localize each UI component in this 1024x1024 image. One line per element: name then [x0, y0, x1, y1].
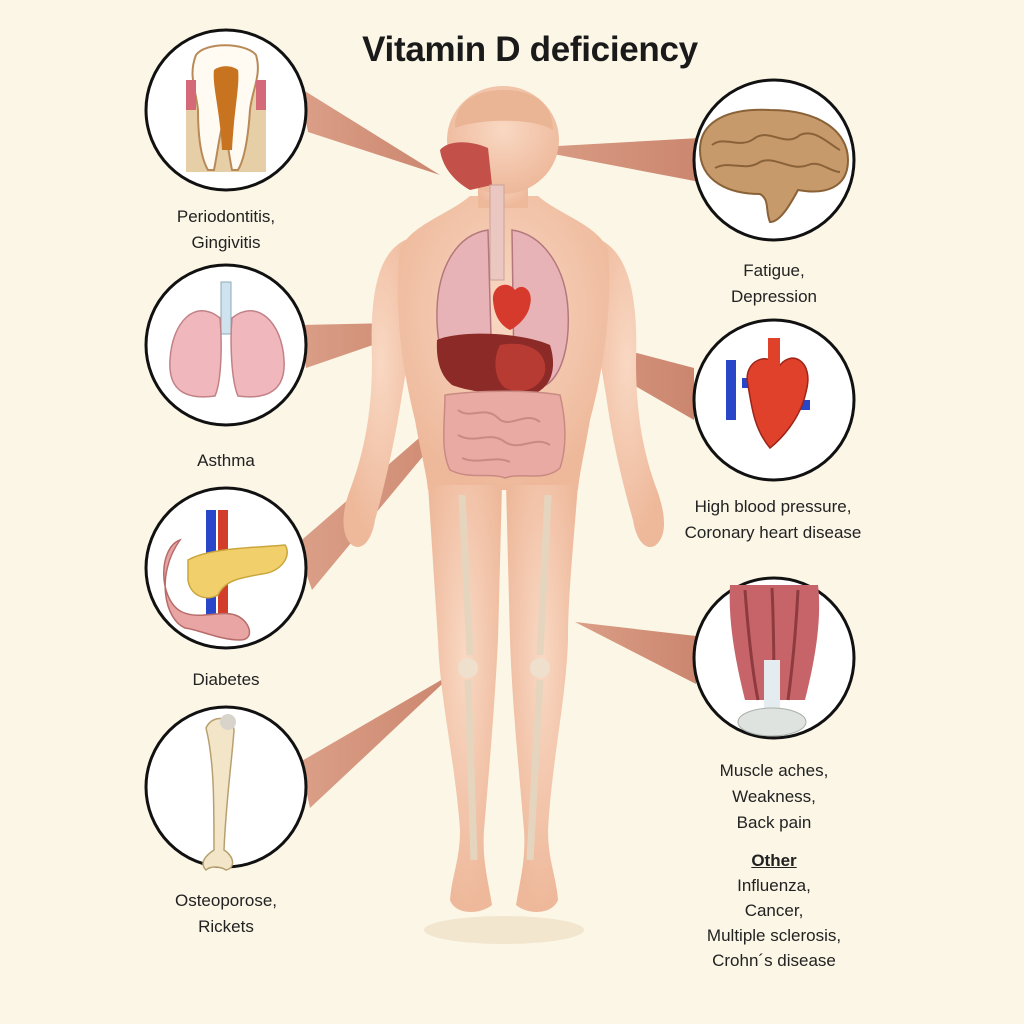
label-teeth: Periodontitis, Gingivitis [126, 204, 326, 256]
other-item: Cancer, [744, 901, 804, 920]
tooth-icon [186, 44, 266, 172]
label-line: Fatigue, [743, 261, 805, 280]
label-line: Diabetes [192, 670, 260, 689]
label-brain: Fatigue, Depression [674, 258, 874, 310]
trachea [489, 184, 505, 281]
label-line: High blood pressure, [694, 497, 852, 516]
heart-icon [726, 338, 810, 450]
human-body [343, 86, 665, 944]
left-leg [428, 485, 502, 912]
leg-muscle-icon [729, 585, 820, 737]
label-other: Other Influenza, Cancer, Multiple sclero… [664, 848, 884, 973]
label-line: Muscle aches, [719, 761, 829, 780]
label-bone: Osteoporose, Rickets [126, 888, 326, 940]
pointer-brain [522, 138, 700, 182]
pointer-muscle [575, 622, 696, 684]
femur-bone-icon [202, 714, 236, 872]
other-heading: Other [751, 851, 797, 870]
pancreas-icon [163, 510, 288, 641]
label-line: Gingivitis [191, 233, 261, 252]
other-item: Multiple sclerosis, [706, 926, 842, 945]
label-line: Depression [731, 287, 817, 306]
heart-organ [492, 284, 531, 330]
lungs-icon [169, 281, 285, 398]
leg-bones [458, 494, 552, 861]
other-item: Influenza, [737, 876, 811, 895]
label-line: Asthma [197, 451, 255, 470]
label-line: Periodontitis, [176, 207, 276, 226]
other-item: Crohn´s disease [712, 951, 836, 970]
label-muscle: Muscle aches, Weakness, Back pain [674, 758, 874, 836]
label-line: Back pain [736, 813, 812, 832]
pointer-teeth [300, 88, 440, 175]
brain-cap [455, 90, 553, 130]
label-line: Rickets [198, 917, 254, 936]
mouth-cavity [440, 142, 492, 190]
stomach-organ [495, 343, 546, 392]
label-line: Weakness, [732, 787, 816, 806]
brain-icon [698, 108, 850, 224]
right-arm [590, 238, 665, 548]
infographic-title: Vitamin D deficiency [362, 30, 698, 69]
label-pancreas: Diabetes [126, 667, 326, 693]
label-line: Osteoporose, [174, 891, 278, 910]
label-heart: High blood pressure, Coronary heart dise… [648, 494, 898, 546]
label-line: Coronary heart disease [684, 523, 862, 542]
label-lungs: Asthma [126, 448, 326, 474]
pointer-bone [300, 672, 455, 808]
intestines-organ [443, 390, 566, 479]
